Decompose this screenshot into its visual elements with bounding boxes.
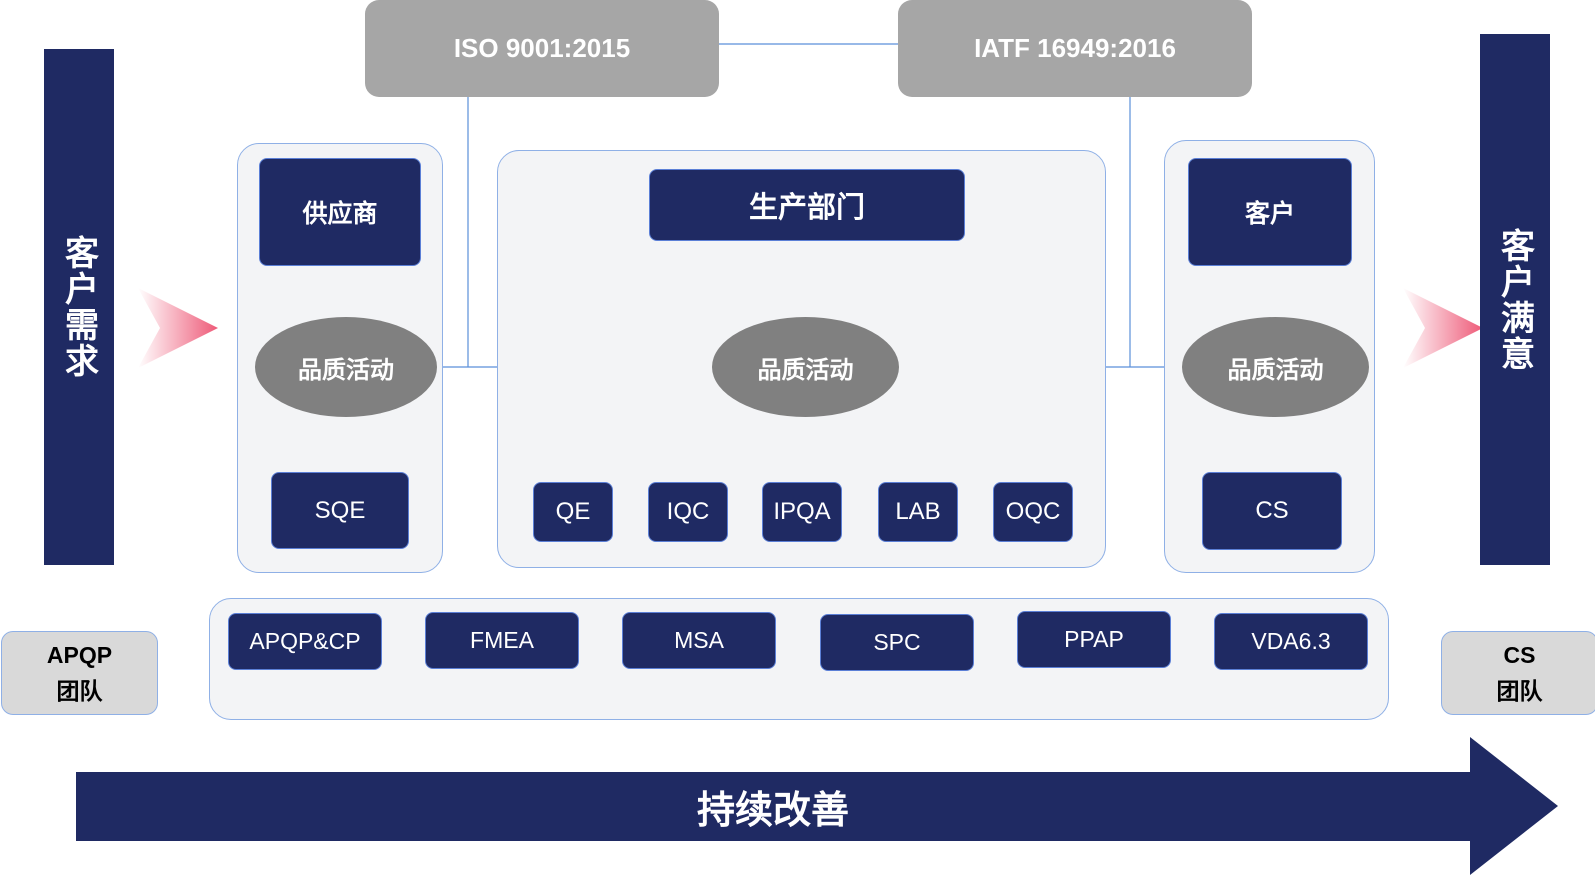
supplier-label: 供应商 (302, 200, 378, 228)
iqc-box: IQC (648, 482, 728, 542)
customer-demand-bar: 客户需求 (44, 49, 114, 565)
iso-standard-label: ISO 9001:2015 (453, 33, 631, 63)
tool-apqp-cp-label: APQP&CP (249, 628, 361, 654)
tool-msa-label: MSA (674, 627, 724, 653)
tool-fmea-label: FMEA (470, 627, 534, 653)
supplier-quality-activity: 品质活动 (255, 317, 437, 417)
tool-apqp-cp: APQP&CP (228, 613, 382, 670)
improvement-arrow: 持续改善 (76, 772, 1470, 841)
production-dept-box: 生产部门 (649, 169, 965, 241)
iatf-standard-label: IATF 16949:2016 (974, 33, 1176, 63)
tool-msa: MSA (622, 612, 776, 669)
lab-label: LAB (895, 498, 941, 525)
customer-box: 客户 (1188, 158, 1352, 266)
sqe-box: SQE (271, 472, 409, 549)
cs-box: CS (1202, 472, 1342, 550)
iatf-standard-box: IATF 16949:2016 (898, 0, 1252, 97)
production-activity-label: 品质活动 (757, 356, 854, 384)
cs-team-line1: CS (1503, 642, 1536, 668)
apqp-team-line1: APQP (46, 642, 113, 668)
tool-fmea: FMEA (425, 612, 579, 669)
customer-demand-label: 客户需求 (59, 235, 98, 379)
right-pink-arrow (1403, 288, 1483, 368)
iqc-label: IQC (666, 498, 710, 525)
qe-box: QE (533, 482, 613, 542)
tool-spc-label: SPC (873, 629, 921, 655)
improvement-arrow-shape (76, 737, 1558, 875)
improvement-label: 持续改善 (696, 790, 849, 832)
tool-vda63-label: VDA6.3 (1251, 628, 1331, 654)
production-dept-label: 生产部门 (748, 192, 865, 224)
customer-quality-activity: 品质活动 (1182, 317, 1369, 417)
apqp-team-box: APQP 团队 (1, 631, 158, 715)
cs-label: CS (1255, 497, 1289, 524)
tools-panel (209, 598, 1389, 720)
supplier-activity-label: 品质活动 (298, 356, 394, 384)
customer-label: 客户 (1244, 200, 1295, 228)
ipqa-label: IPQA (773, 498, 831, 525)
oqc-box: OQC (993, 482, 1073, 542)
production-quality-activity: 品质活动 (712, 317, 899, 417)
customer-activity-label: 品质活动 (1227, 356, 1324, 384)
customer-satisfaction-bar: 客户满意 (1480, 34, 1550, 565)
cs-team-box: CS 团队 (1441, 631, 1595, 715)
tool-spc: SPC (820, 614, 974, 671)
iso-standard-box: ISO 9001:2015 (365, 0, 719, 97)
ipqa-box: IPQA (762, 482, 842, 542)
lab-box: LAB (878, 482, 958, 542)
sqe-label: SQE (314, 496, 366, 524)
left-pink-arrow (138, 288, 218, 368)
oqc-label: OQC (1005, 498, 1061, 525)
tool-vda63: VDA6.3 (1214, 613, 1368, 670)
tool-ppap: PPAP (1017, 611, 1171, 668)
supplier-box: 供应商 (259, 158, 421, 266)
customer-satisfaction-label: 客户满意 (1495, 227, 1534, 372)
tool-ppap-label: PPAP (1064, 626, 1124, 652)
cs-team-line2: 团队 (1496, 678, 1543, 704)
apqp-team-line2: 团队 (56, 678, 103, 704)
qe-label: QE (555, 498, 591, 525)
